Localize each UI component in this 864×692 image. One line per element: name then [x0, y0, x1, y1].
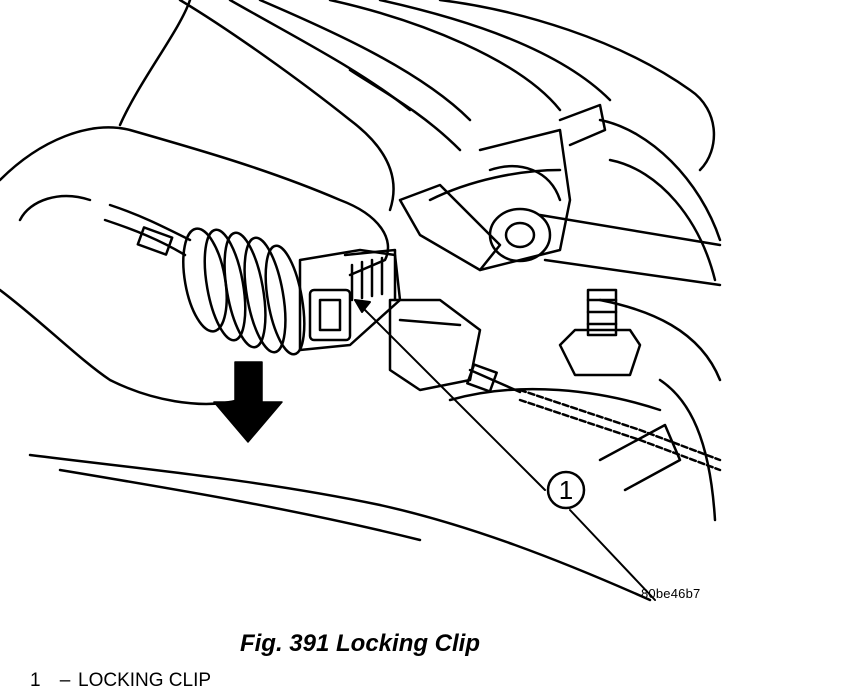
legend-item: 1–LOCKING CLIP: [30, 670, 211, 692]
shift-cable: [103, 203, 306, 356]
nut-and-stud: [558, 288, 642, 377]
callout-1: 1: [546, 470, 586, 510]
legend-separator: –: [59, 670, 71, 691]
legend-text: LOCKING CLIP: [78, 670, 212, 691]
figure-caption: Fig. 391 Locking Clip: [239, 630, 481, 657]
push-direction-arrow: [213, 361, 283, 443]
legend-number: 1: [30, 670, 41, 691]
locking-clip-illustration: 1: [0, 0, 722, 602]
transmission-bracket: [388, 103, 722, 392]
adjust-cable: [466, 363, 722, 492]
callout-leader: [354, 299, 656, 601]
hand-drawing: [0, 0, 716, 406]
image-code: 80be46b7: [641, 586, 701, 601]
locking-clip: [298, 248, 402, 352]
callout-number: 1: [559, 475, 573, 505]
housing-outline: [28, 118, 722, 602]
